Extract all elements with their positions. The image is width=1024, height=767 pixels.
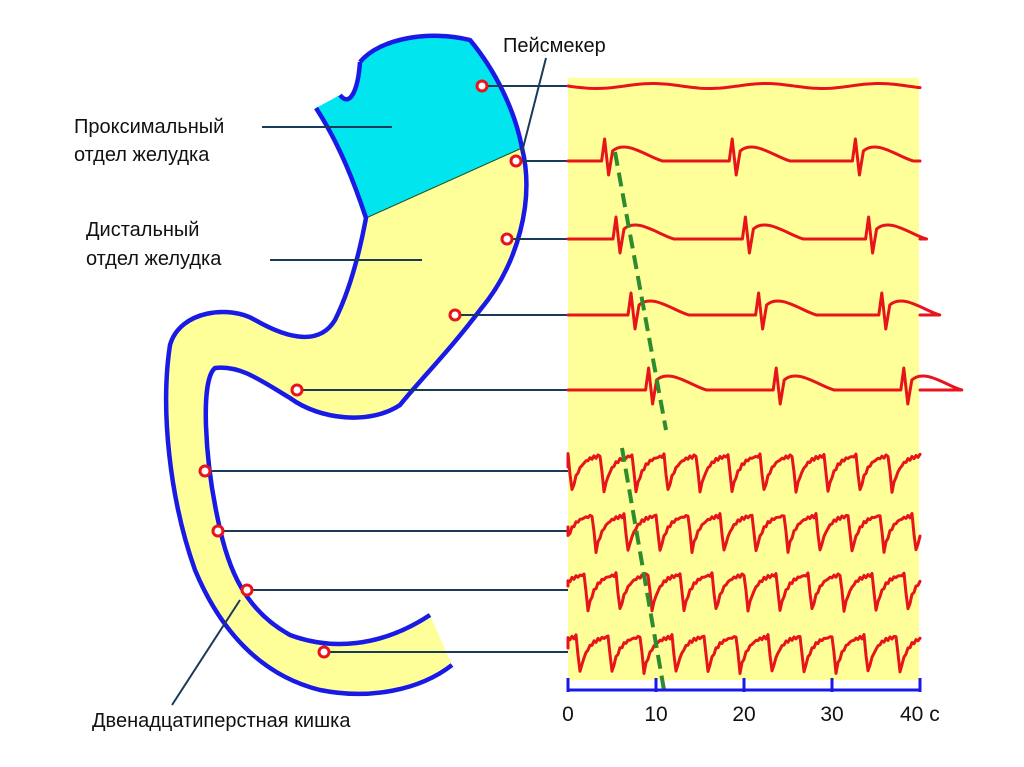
duodenum-label: Двенадцатиперстная кишка: [92, 710, 351, 732]
electrode-marker: [290, 383, 304, 397]
propagation-lines: [613, 151, 668, 691]
pacemaker-label-leader: [521, 57, 547, 153]
proximal-label-line-1: Проксимальный: [74, 116, 224, 138]
pacemaker-label: Пейсмекер: [503, 35, 606, 57]
time-tick-label: 10: [644, 703, 667, 726]
time-tick-label: 40 с: [900, 703, 940, 726]
time-axis: [566, 678, 922, 692]
electrodes: [198, 79, 523, 659]
proximal-label-line-2: отдел желудка: [74, 144, 210, 166]
trace-4: [566, 291, 942, 331]
trace-7: [566, 512, 922, 554]
electrode-marker: [240, 583, 254, 597]
distal-label-line-1: Дистальный: [86, 219, 199, 241]
trace-5: [566, 366, 964, 406]
distal-stomach-and-duodenum: [166, 148, 527, 694]
distal-label-line-2: отдел желудка: [86, 248, 222, 270]
duodenum-label-leader: [171, 599, 241, 706]
electrode-marker: [211, 524, 225, 538]
trace-2: [566, 137, 922, 177]
time-tick-label: 0: [562, 703, 574, 726]
trace-9: [566, 633, 922, 675]
lesser-curvature-outline: [163, 106, 454, 697]
trace-8: [566, 571, 922, 613]
electrode-marker: [198, 464, 212, 478]
proximal-stomach: [316, 35, 522, 218]
cardia-notch-outline: [338, 61, 363, 102]
electrode-marker: [500, 232, 514, 246]
trace-3: [566, 215, 929, 255]
electrode-marker: [448, 308, 462, 322]
electrode-marker: [317, 645, 331, 659]
proximal-distal-boundary: [365, 147, 523, 219]
electrode-marker: [509, 154, 523, 168]
electrode-marker: [475, 79, 489, 93]
trace-1: [566, 82, 922, 90]
electrode-leader-lines: [171, 57, 568, 706]
time-tick-label: 30: [820, 703, 843, 726]
time-tick-label: 20: [732, 703, 755, 726]
stomach-propagation-line: [613, 151, 668, 431]
recording-panel: [568, 78, 919, 680]
